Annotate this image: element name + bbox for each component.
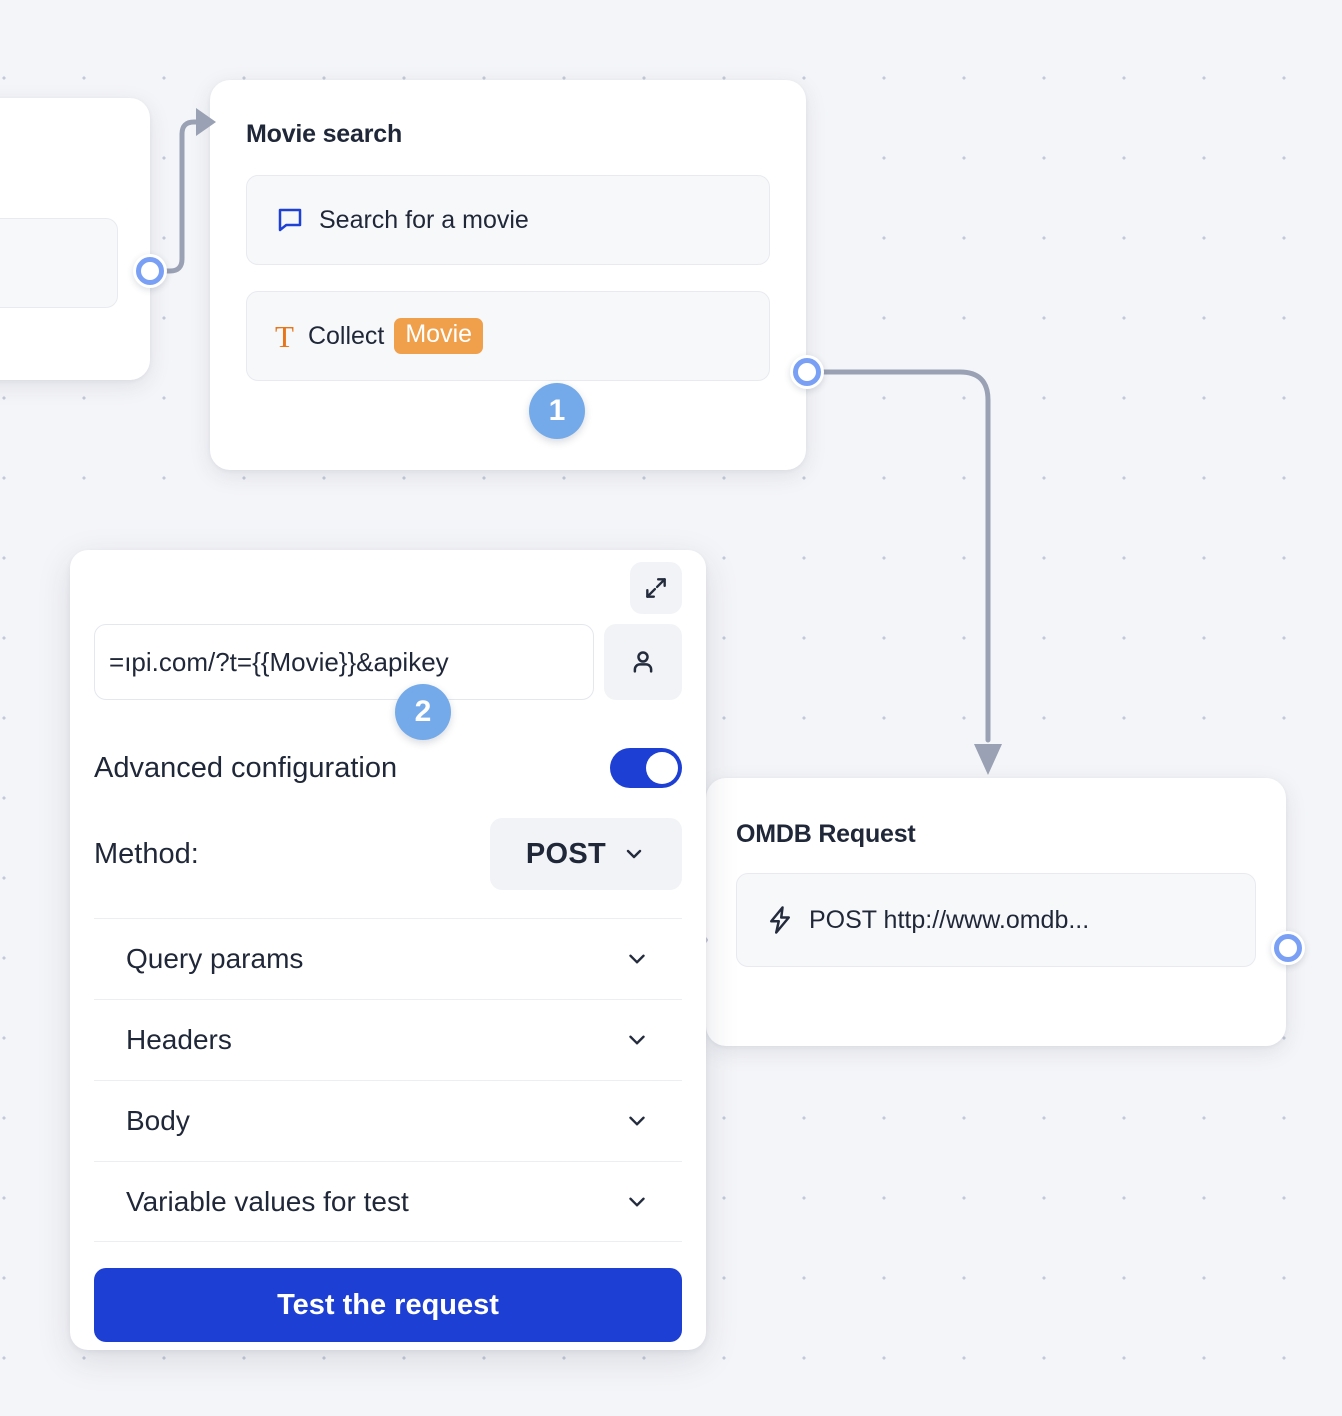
step-badge-2: 2: [395, 684, 451, 740]
person-icon: [628, 647, 658, 677]
advanced-configuration-label: Advanced configuration: [94, 751, 398, 784]
accordion-label: Body: [126, 1105, 190, 1136]
chevron-down-icon: [622, 842, 646, 866]
accordion-item-body[interactable]: Body: [94, 1080, 682, 1161]
node-title-movie-search: Movie search: [246, 120, 403, 148]
accordion-item-variable-values-for-test[interactable]: Variable values for test: [94, 1161, 682, 1242]
credentials-button[interactable]: [604, 624, 682, 700]
text-type-icon: T: [275, 318, 294, 354]
expand-panel-button[interactable]: [630, 562, 682, 614]
chevron-down-icon: [624, 1027, 650, 1053]
request-url-input[interactable]: [94, 624, 594, 700]
expand-diagonal-icon: [643, 575, 669, 601]
step-badge-1: 1: [529, 383, 585, 439]
accordion-item-query-params[interactable]: Query params: [94, 918, 682, 999]
node-row-label-post: POST http://www.omdb...: [809, 905, 1090, 934]
port-movie-search-output[interactable]: [790, 355, 824, 389]
chevron-down-icon: [624, 946, 650, 972]
partial-node-card[interactable]: [0, 98, 150, 380]
collect-text: Collect: [307, 321, 385, 350]
node-row-post-request[interactable]: POST http://www.omdb...: [736, 873, 1256, 967]
request-config-panel[interactable]: Advanced configuration Method: POST Quer…: [70, 550, 706, 1350]
chevron-down-icon: [624, 1189, 650, 1215]
advanced-configuration-toggle[interactable]: [610, 748, 682, 788]
node-row-collect-movie[interactable]: T Collect Movie: [246, 291, 770, 381]
toggle-knob: [646, 752, 678, 784]
accordion-label: Variable values for test: [126, 1185, 409, 1217]
method-row: Method: POST: [94, 818, 682, 890]
port-left-node-output[interactable]: [133, 254, 167, 288]
advanced-configuration-row[interactable]: Advanced configuration: [94, 748, 682, 788]
accordion-item-headers[interactable]: Headers: [94, 999, 682, 1080]
accordion-label: Query params: [126, 943, 304, 974]
node-title-omdb-request: OMDB Request: [736, 820, 916, 848]
accordion-label: Headers: [126, 1024, 232, 1055]
speech-bubble-icon: [275, 205, 305, 235]
method-label: Method:: [94, 837, 199, 870]
method-select[interactable]: POST: [490, 818, 682, 890]
node-movie-search[interactable]: Movie search Search for a movie T Collec…: [210, 80, 806, 470]
node-row-label: Search for a movie: [319, 205, 529, 234]
lightning-bolt-icon: [765, 905, 795, 935]
request-accordion: Query params Headers Body Variable value…: [94, 918, 682, 1242]
port-omdb-request-output[interactable]: [1271, 931, 1305, 965]
node-row-label-collect: Collect Movie: [307, 318, 484, 354]
url-field-row[interactable]: [94, 624, 682, 700]
partial-node-row[interactable]: [0, 218, 118, 308]
node-row-search-for-a-movie[interactable]: Search for a movie: [246, 175, 770, 265]
variable-chip-movie[interactable]: Movie: [394, 318, 484, 354]
node-omdb-request[interactable]: OMDB Request POST http://www.omdb...: [706, 778, 1286, 1046]
test-the-request-button[interactable]: Test the request: [94, 1268, 682, 1342]
method-selected-value: POST: [525, 837, 607, 870]
chevron-down-icon: [624, 1108, 650, 1134]
